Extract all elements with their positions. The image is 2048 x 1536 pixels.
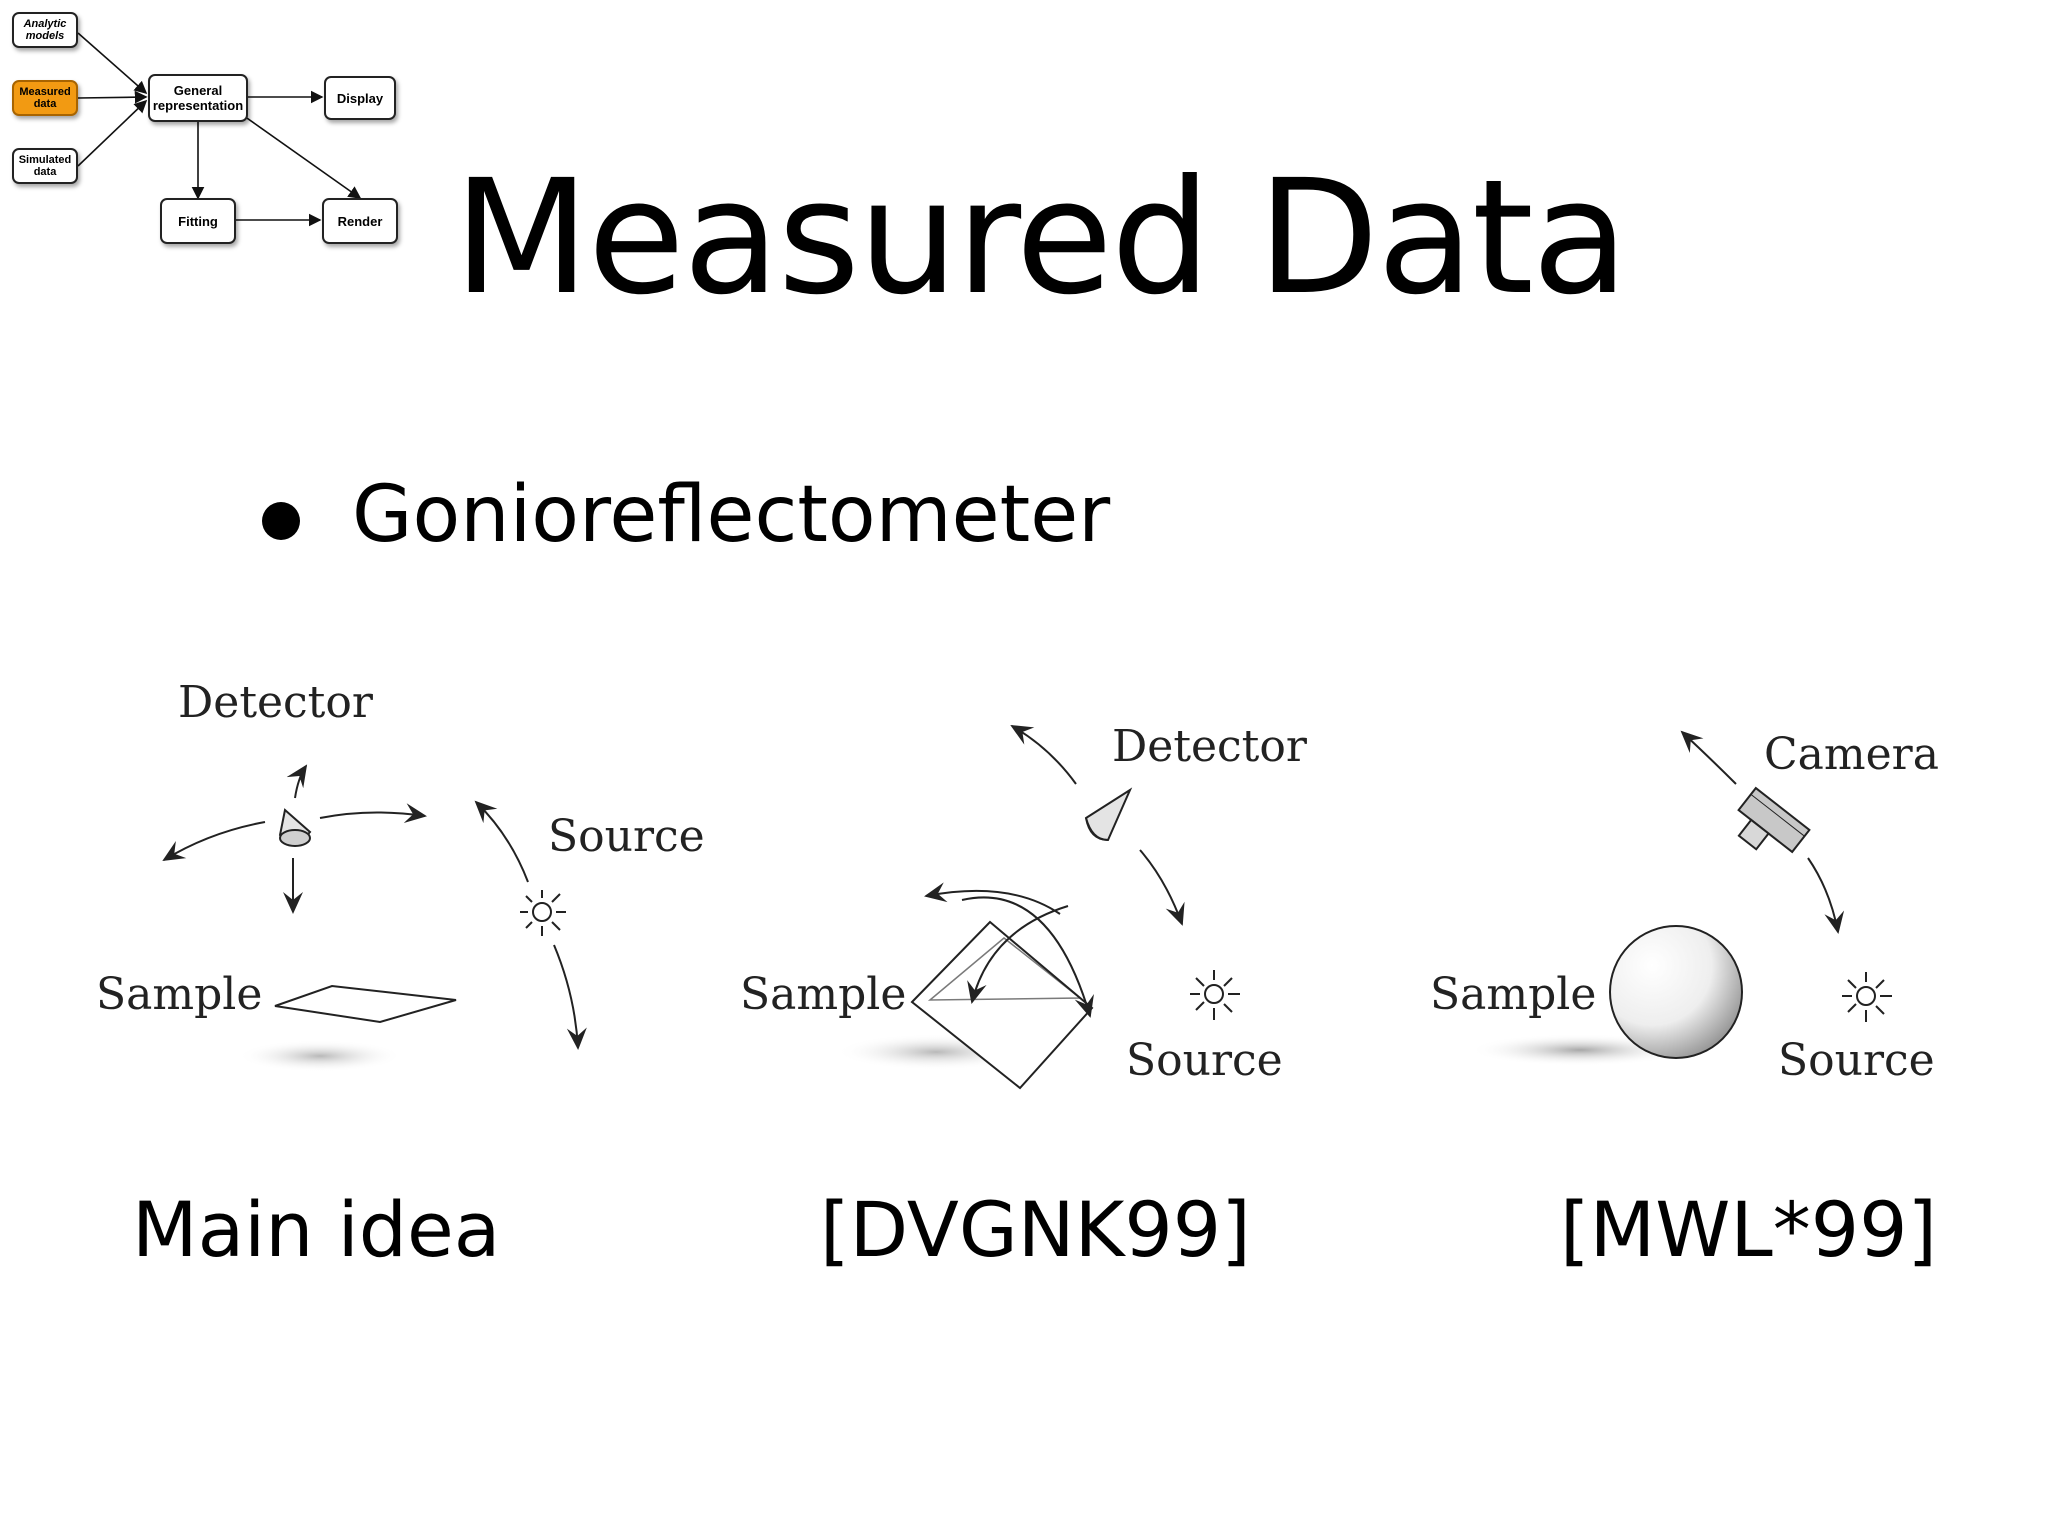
caption-main-idea: Main idea bbox=[132, 1185, 501, 1274]
node-fitting: Fitting bbox=[160, 198, 236, 244]
node-render: Render bbox=[322, 198, 398, 244]
label-source: Source bbox=[1778, 1035, 1935, 1086]
label-sample: Sample bbox=[96, 969, 263, 1020]
label-camera: Camera bbox=[1764, 729, 1939, 780]
dvgnk99-diagram bbox=[836, 724, 1240, 1090]
label-sample: Sample bbox=[1430, 969, 1597, 1020]
label-source: Source bbox=[1126, 1035, 1283, 1086]
bullet-text: Gonioreflectometer bbox=[352, 470, 1111, 560]
node-general-representation: General representation bbox=[148, 74, 248, 122]
figure-dvgnk99: Detector Source Sample bbox=[730, 700, 1330, 1120]
caption-mwl99: [MWL*99] bbox=[1560, 1185, 1938, 1274]
figure-main-idea: Detector Source Sample bbox=[80, 660, 720, 1100]
label-sample: Sample bbox=[740, 969, 907, 1020]
label-source: Source bbox=[548, 811, 705, 862]
main-idea-diagram bbox=[162, 764, 587, 1072]
node-simulated-data: Simulated data bbox=[12, 148, 78, 184]
pipeline-flowchart: Analytic models Measured data Simulated … bbox=[0, 0, 410, 260]
label-detector: Detector bbox=[1112, 721, 1307, 772]
node-analytic-models: Analytic models bbox=[12, 12, 78, 48]
slide-title: Measured Data bbox=[453, 146, 1628, 330]
label-detector: Detector bbox=[178, 677, 373, 728]
node-display: Display bbox=[324, 76, 396, 120]
bullet-dot-icon bbox=[262, 502, 300, 540]
node-measured-data: Measured data bbox=[12, 80, 78, 116]
figure-mwl99: Camera Source Sample bbox=[1420, 700, 2020, 1120]
caption-dvgnk99: [DVGNK99] bbox=[820, 1185, 1251, 1274]
mwl99-diagram bbox=[1470, 730, 1892, 1066]
flowchart-arrows bbox=[77, 32, 362, 227]
